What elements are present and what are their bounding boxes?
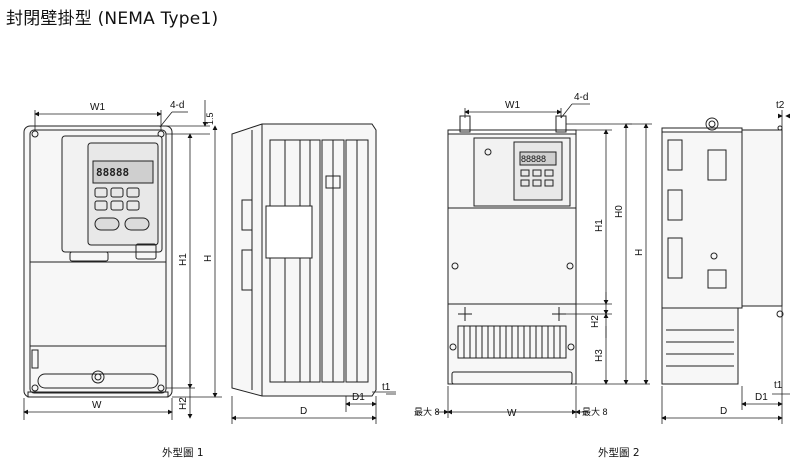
fig2-w1-label: W1 [505,100,520,111]
figure1-front-view [23,125,173,398]
fig2-max-left-label: 最大 8 [414,406,440,417]
fig2-h3-label: H3 [594,349,605,362]
fig2-w-label: W [507,408,517,419]
fig2-d1-label: D1 [755,392,768,403]
fig2-h1-label: H1 [594,219,605,232]
fig2-lcd-display: 88888 [521,154,546,164]
figure2-front-view [447,115,577,385]
fig2-t1-label: t1 [774,380,783,391]
fig1-w1-label: W1 [90,102,105,113]
page-title: 封閉壁掛型 (NEMA Type1) [6,9,219,29]
lcd-display: 88888 [96,166,129,179]
fig1-h-label: H [203,255,214,262]
fig2-h0-label: H0 [614,205,625,218]
fig2-max-right-label: 最大 8 [582,406,608,417]
fig1-d1-label: D1 [352,392,365,403]
figure2-front-dims [436,103,652,418]
fig2-4d-label: 4-d [574,92,588,103]
fig1-d-label: D [300,406,307,417]
fig1-h1-label: H1 [178,253,189,266]
figure2-caption: 外型圖 2 [598,446,640,459]
fig2-h2-label: H2 [590,315,601,328]
fig1-4d-label: 4-d [170,100,184,111]
figure2-side-view [661,117,784,385]
fig2-d-label: D [720,406,727,417]
fig2-h-label: H [634,249,645,256]
fig1-top-offset-label: 1.5 [205,112,215,125]
fig1-w-label: W [92,400,102,411]
fig1-t1-label: t1 [382,382,391,393]
figure1-caption: 外型圖 1 [162,446,204,459]
figure1-front-dims [23,100,222,420]
fig2-t2-label: t2 [776,100,785,111]
figure1-side-view [231,123,377,397]
fig1-h2-label: H2 [178,397,189,410]
figure1-side-dims [231,391,396,424]
figure2-side-dims [661,110,790,424]
